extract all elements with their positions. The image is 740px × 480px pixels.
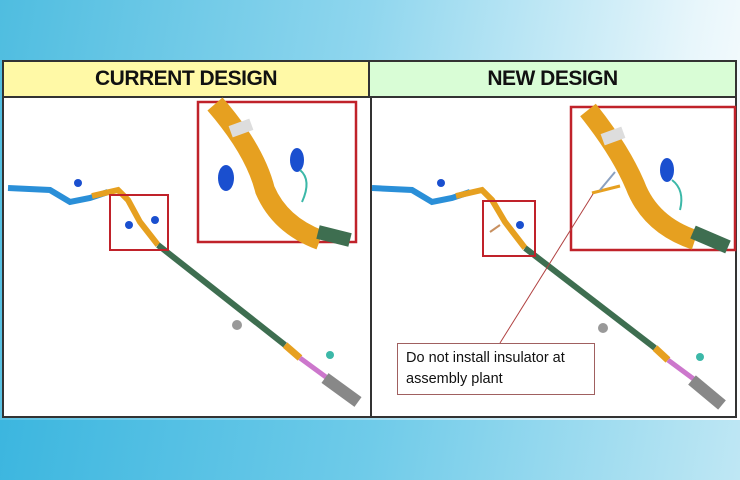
new-design-drawing: [371, 103, 737, 410]
current-design-drawing: [7, 97, 362, 407]
callout-leader-line: [499, 193, 594, 344]
current-inset: [196, 97, 358, 250]
callout-note: Do not install insulator at assembly pla…: [397, 343, 595, 395]
highlight-box-small: [482, 200, 536, 257]
background-band: [0, 420, 740, 480]
highlight-box-small: [109, 194, 169, 251]
new-design-header: NEW DESIGN: [370, 62, 735, 98]
current-design-header: CURRENT DESIGN: [4, 62, 370, 98]
new-inset: [569, 103, 737, 254]
column-divider: [370, 98, 372, 416]
